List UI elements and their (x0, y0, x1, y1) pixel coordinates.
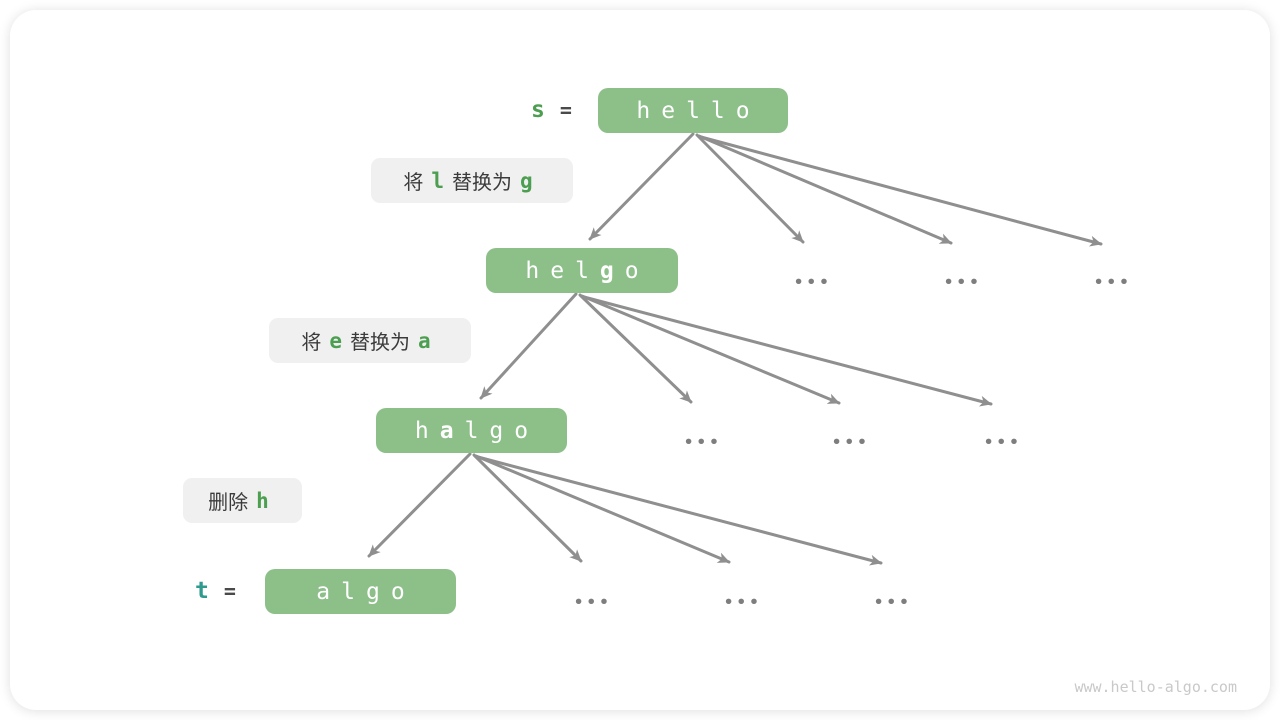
ellipsis-node: ••• (572, 591, 612, 614)
node-letter: l (464, 417, 479, 444)
node-letter: o (735, 97, 750, 124)
node-letter: g (489, 417, 504, 444)
ellipsis-node: ••• (722, 591, 762, 614)
equals-sign: = (559, 98, 572, 122)
operation-text: 替换为 (350, 330, 410, 354)
operation-text: 删除 (208, 490, 249, 514)
node-letter: l (710, 97, 725, 124)
ellipsis-node: ••• (942, 271, 982, 294)
operation-text: 将 (301, 330, 322, 354)
variable-t-name: t (195, 578, 209, 604)
operation-code-char: h (256, 488, 269, 513)
node-letter: h (636, 97, 651, 124)
operation-code-char: g (520, 168, 533, 193)
ellipsis-node: ••• (792, 271, 832, 294)
operation-text: 替换为 (452, 170, 512, 194)
node-letter: a (439, 417, 454, 444)
equals-sign: = (223, 579, 236, 603)
operation-code-char: l (431, 168, 444, 193)
ellipsis-node: ••• (982, 431, 1022, 454)
variable-t-label: t = (195, 578, 236, 604)
operation-label-delete-h: 删除 h (183, 478, 302, 523)
operation-code-char: e (329, 328, 342, 353)
node-letter: h (414, 417, 429, 444)
node-letter: g (599, 257, 614, 284)
ellipsis-node: ••• (830, 431, 870, 454)
variable-s-name: s (531, 97, 545, 123)
node-letter: e (550, 257, 565, 284)
node-letter: o (624, 257, 639, 284)
variable-s-label: s = (531, 97, 572, 123)
ellipsis-node: ••• (682, 431, 722, 454)
website-watermark: www.hello-algo.com (1074, 678, 1237, 696)
ellipsis-node: ••• (872, 591, 912, 614)
node-letter: g (366, 578, 380, 605)
node-letter: l (686, 97, 700, 124)
node-letter: a (316, 578, 331, 605)
node-letter: l (575, 257, 589, 284)
node-letter: o (514, 417, 529, 444)
node-letter: h (525, 257, 540, 284)
node-letter: o (390, 578, 405, 605)
operation-text: 将 (403, 170, 424, 194)
ellipsis-node: ••• (1092, 271, 1132, 294)
node-letter: e (661, 97, 676, 124)
operation-code-char: a (418, 328, 431, 353)
node-letter: l (341, 578, 355, 605)
